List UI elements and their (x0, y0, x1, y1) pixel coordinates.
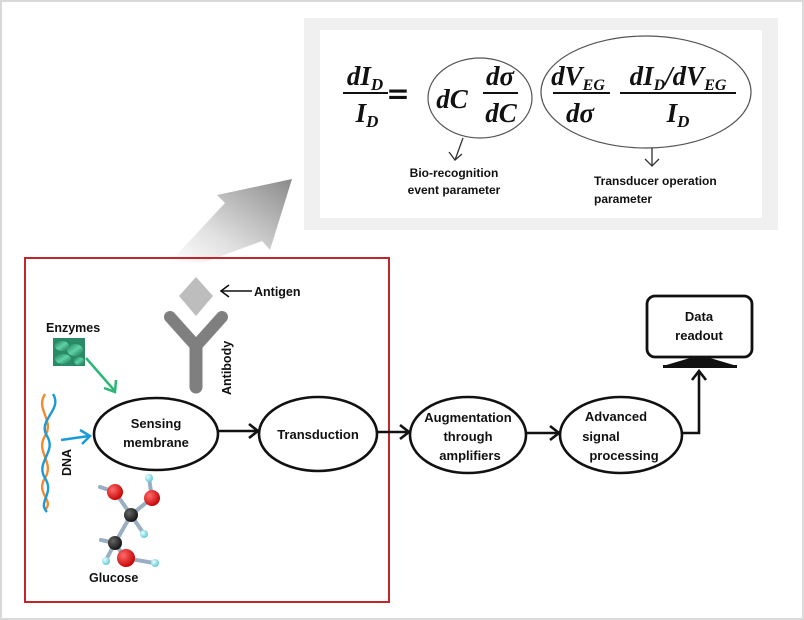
transducer-frac2-numerator: dID/dVEG (630, 61, 727, 94)
data-readout-monitor-icon (645, 294, 754, 368)
equation-panel: dID ID = dC dσ dC dVEG dσ dID/dVEG ID Bi… (304, 18, 778, 230)
glucose-molecule-icon (98, 474, 160, 567)
transducer-label-line1: Transducer operation (594, 174, 717, 188)
node-processing-line2: signal (582, 429, 620, 444)
arrow-augmentation-to-processing (526, 424, 562, 442)
transducer-frac2-denominator: ID (666, 98, 690, 131)
bio-recognition-label-line1: Bio-recognition (410, 166, 499, 180)
enzymes-label: Enzymes (46, 321, 100, 335)
sensing-region-box (24, 257, 390, 603)
readout-line1: Data (685, 309, 714, 324)
dna-arrow-icon (60, 428, 93, 445)
node-augmentation: Augmentation through amplifiers (408, 395, 528, 475)
bio-denominator: dC (485, 98, 518, 128)
antigen-label: Antigen (254, 285, 301, 299)
node-transduction: Transduction (257, 395, 379, 473)
node-sensing-line2: membrane (123, 435, 189, 450)
arrow-processing-to-readout (682, 368, 708, 435)
enzymes-image (53, 338, 85, 366)
transducer-label-line2: parameter (594, 192, 652, 206)
arrow-sensing-to-transduction (218, 422, 261, 440)
arrow-transduction-to-augmentation (377, 423, 412, 441)
transducer-annotation-arrow-icon (644, 148, 660, 167)
node-advanced-processing: Advanced signal processing (558, 395, 684, 475)
lhs-denominator: ID (355, 98, 379, 131)
transducer-frac1-numerator: dVEG (551, 61, 605, 94)
dna-label: DNA (60, 449, 74, 476)
lhs-fraction: dID ID (343, 61, 388, 131)
readout-line2: readout (675, 328, 723, 343)
glucose-label: Glucose (89, 571, 138, 585)
bio-recognition-ellipse (427, 57, 533, 139)
transducer-ellipse (540, 35, 752, 149)
antibody-label: Antibody (220, 341, 234, 395)
equals-sign: = (386, 77, 409, 110)
node-processing-line1: Advanced (585, 409, 647, 424)
bio-recognition-label-line2: event parameter (408, 183, 501, 197)
enzyme-arrow-icon (85, 357, 118, 394)
node-sensing-line1: Sensing (131, 416, 182, 431)
node-augmentation-line2: through (443, 429, 492, 444)
zoom-arrow-icon (170, 179, 292, 262)
antigen-pointer-arrow-icon (219, 284, 252, 298)
dna-helix-icon (40, 393, 57, 513)
transducer-frac1-denominator: dσ (566, 98, 596, 128)
node-sensing-membrane: Sensing membrane (92, 396, 220, 472)
node-transduction-label: Transduction (277, 427, 359, 442)
node-augmentation-line3: amplifiers (439, 448, 500, 463)
node-processing-line3: processing (589, 448, 658, 463)
equation-background (320, 30, 762, 218)
bio-numerator: dσ (486, 61, 516, 91)
bio-annotation-arrow-icon (448, 137, 464, 161)
lhs-numerator: dID (347, 61, 383, 94)
antigen-icon (179, 277, 213, 316)
antibody-icon (164, 311, 228, 394)
node-augmentation-line1: Augmentation (424, 410, 511, 425)
bio-factor: dC (436, 84, 469, 114)
